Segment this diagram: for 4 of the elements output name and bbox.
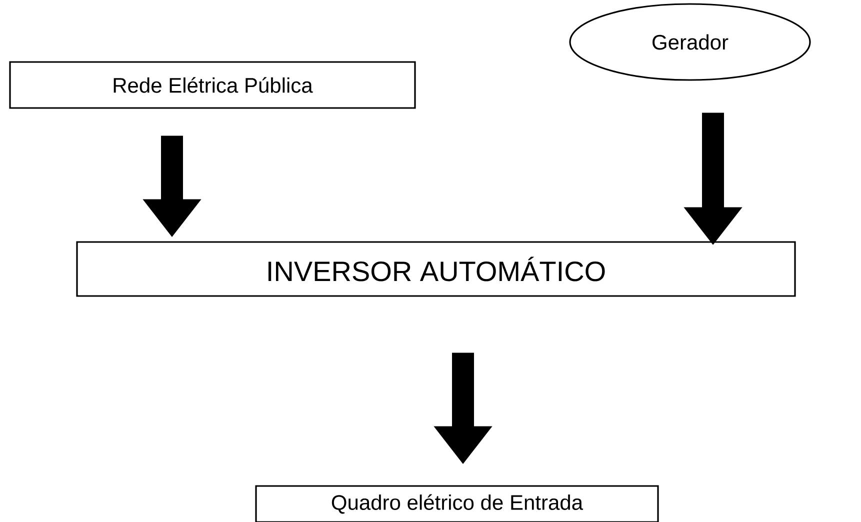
process-box: Quadro elétrico de Entrada (255, 485, 659, 522)
process-box: Rede Elétrica Pública (9, 61, 416, 109)
process-box: INVERSOR AUTOMÁTICO (76, 241, 796, 297)
ellipse-node: Gerador (569, 3, 811, 81)
